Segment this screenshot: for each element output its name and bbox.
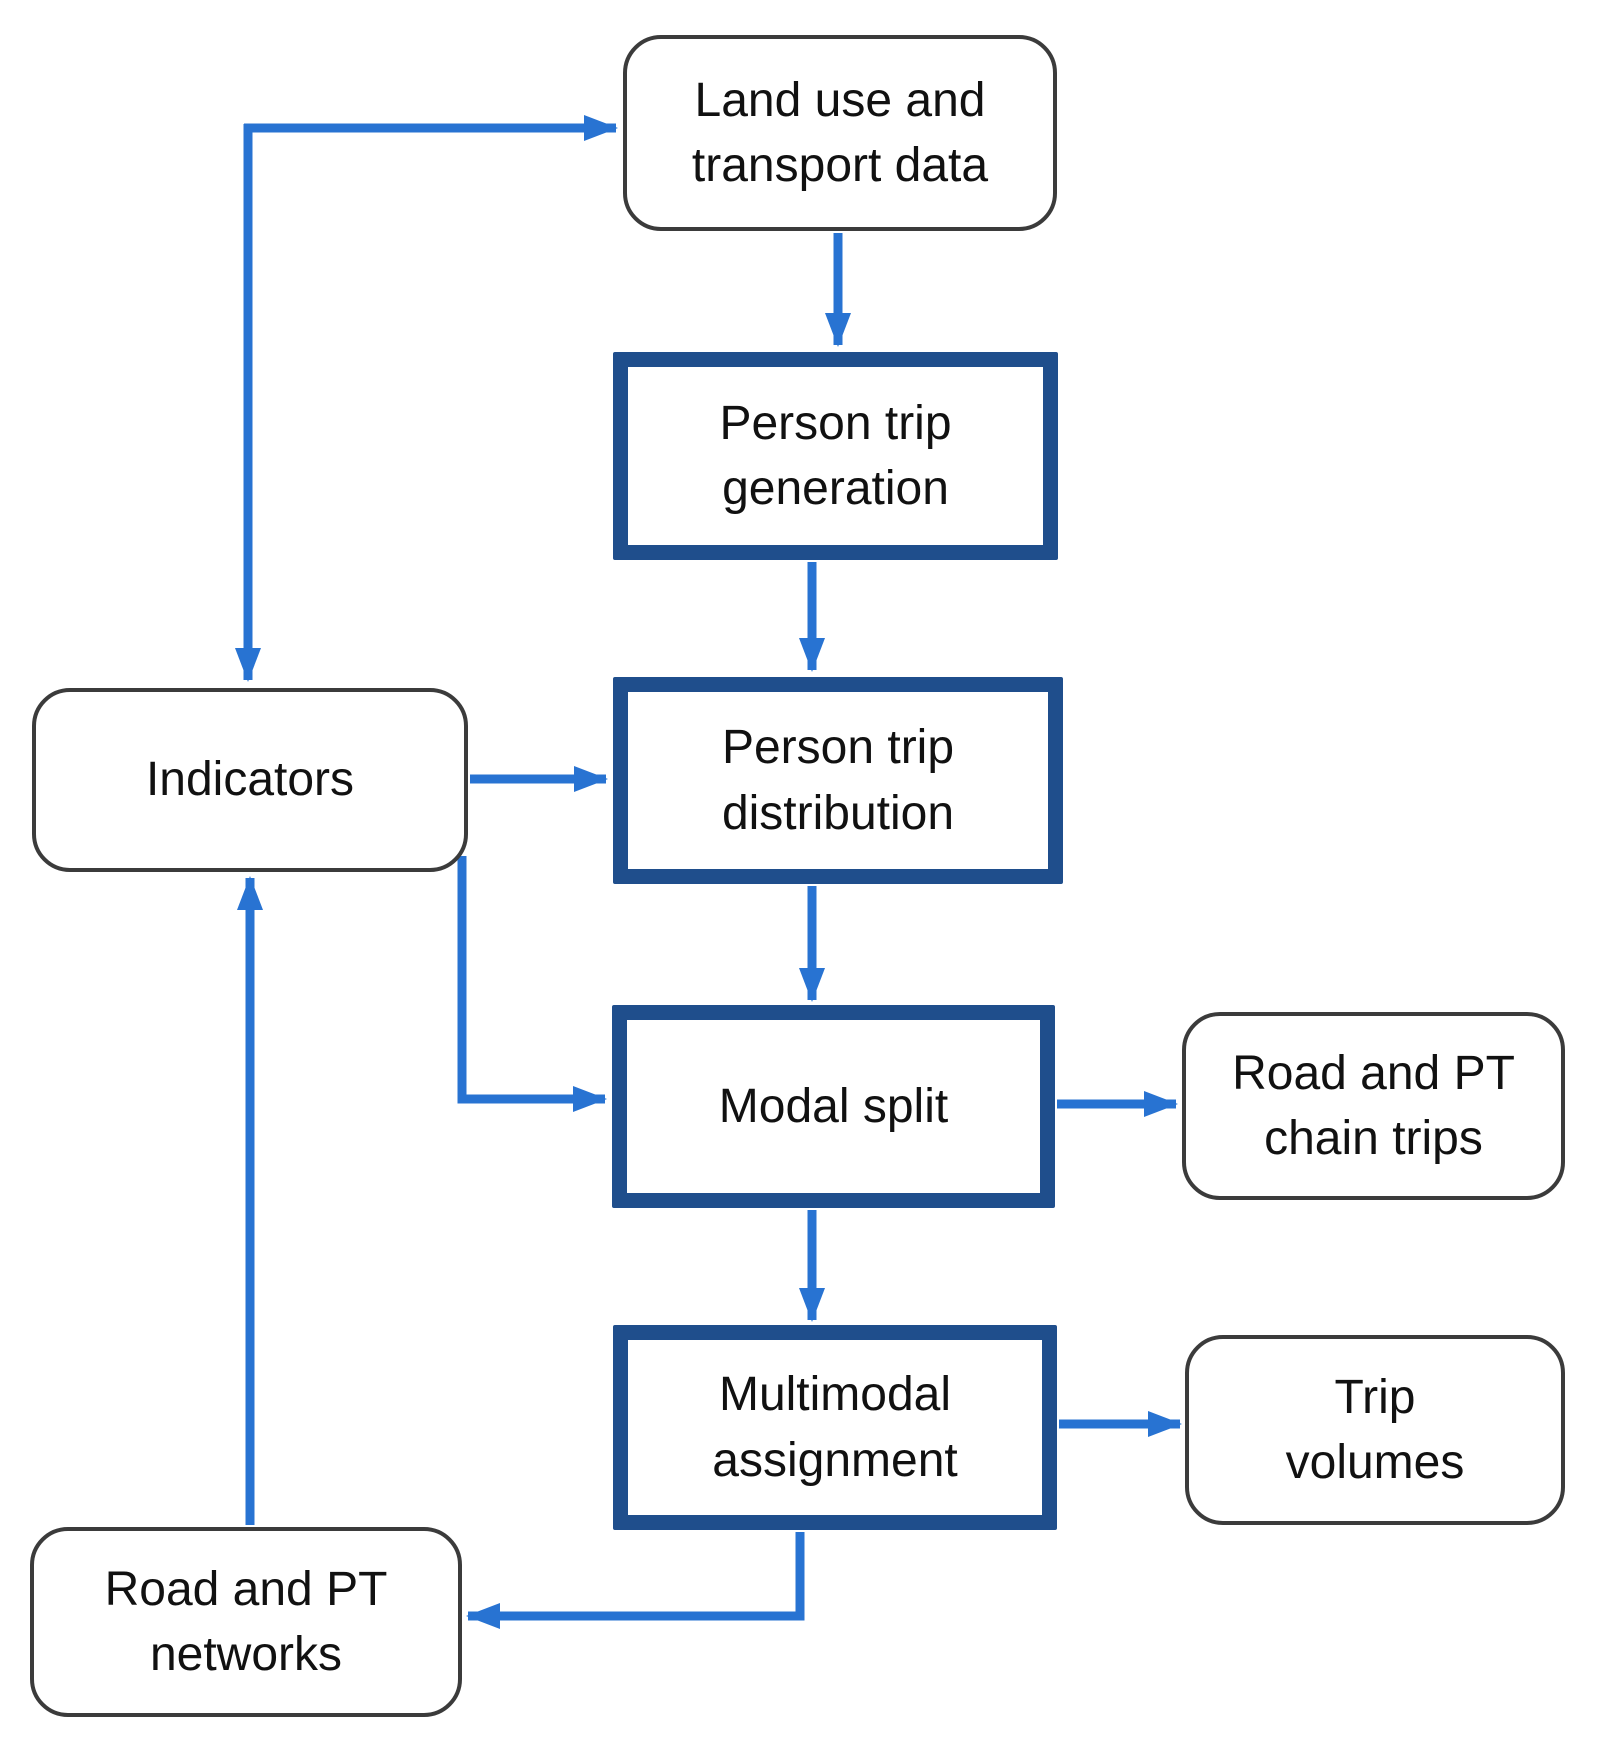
node-label: Indicators	[145, 753, 355, 807]
node-land-use-and-transport-data: Land use and transport data	[623, 35, 1057, 231]
node-road-and-pt-networks: Road and PT networks	[30, 1527, 462, 1717]
node-indicators: Indicators	[32, 688, 468, 872]
node-label: Road and PT chain trips	[1232, 1046, 1515, 1165]
node-label: Person trip distribution	[721, 721, 955, 840]
node-label: Land use and transport data	[691, 73, 989, 192]
node-label: Person trip generation	[719, 396, 952, 515]
edge-indicators-to-modal-split	[457, 856, 607, 1112]
node-label: Trip volumes	[1285, 1370, 1465, 1489]
node-label: Multimodal assignment	[712, 1368, 958, 1487]
node-trip-volumes: Trip volumes	[1185, 1335, 1565, 1525]
node-person-trip-generation: Person trip generation	[613, 352, 1058, 560]
node-label: Modal split	[718, 1079, 949, 1133]
node-road-and-pt-chain-trips: Road and PT chain trips	[1182, 1012, 1565, 1200]
node-modal-split: Modal split	[612, 1005, 1055, 1208]
node-person-trip-distribution: Person trip distribution	[613, 677, 1063, 884]
edge-multimodal-to-networks	[466, 1532, 805, 1629]
node-label: Road and PT networks	[104, 1562, 388, 1681]
node-multimodal-assignment: Multimodal assignment	[613, 1325, 1057, 1530]
